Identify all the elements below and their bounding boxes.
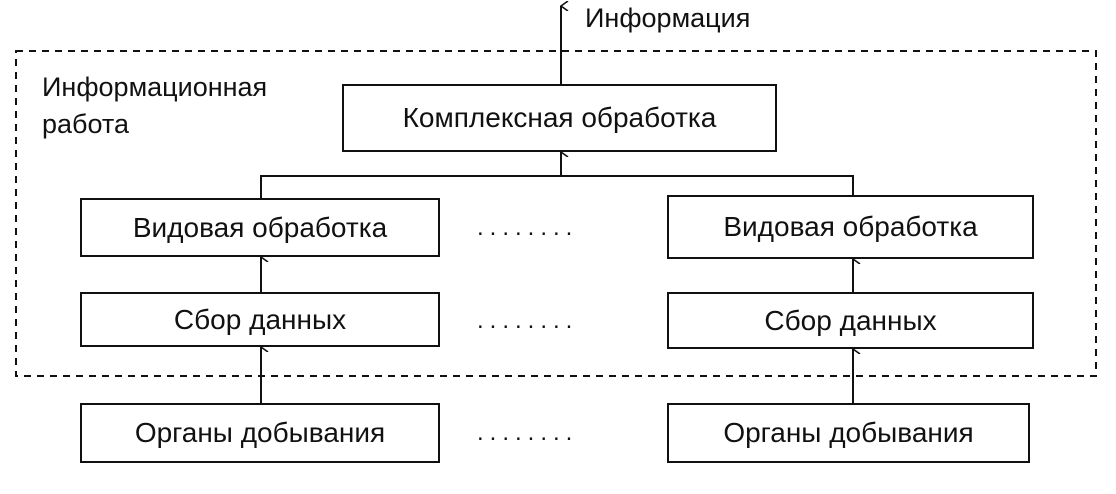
complex-processing-box: Комплексная обработка [342,84,777,152]
ellipsis-specific-row: ........ [477,214,579,241]
region-label-line2: работа [42,109,129,139]
merge-connector [260,175,854,198]
region-label-line1: Информационная [42,72,268,102]
output-label: Информация [585,3,751,33]
ellipsis-organs-row: ........ [477,419,579,446]
right-specific-processing-box: Видовая обработка [667,195,1034,259]
left-acquisition-organs-box: Органы добывания [80,403,440,463]
right-data-collection-box: Сбор данных [667,292,1034,349]
right-acquisition-organs-box: Органы добывания [667,403,1030,463]
ellipsis-collect-row: ........ [477,307,579,334]
left-specific-processing-box: Видовая обработка [80,198,440,257]
left-data-collection-box: Сбор данных [80,292,440,347]
information-work-region [15,50,1097,377]
